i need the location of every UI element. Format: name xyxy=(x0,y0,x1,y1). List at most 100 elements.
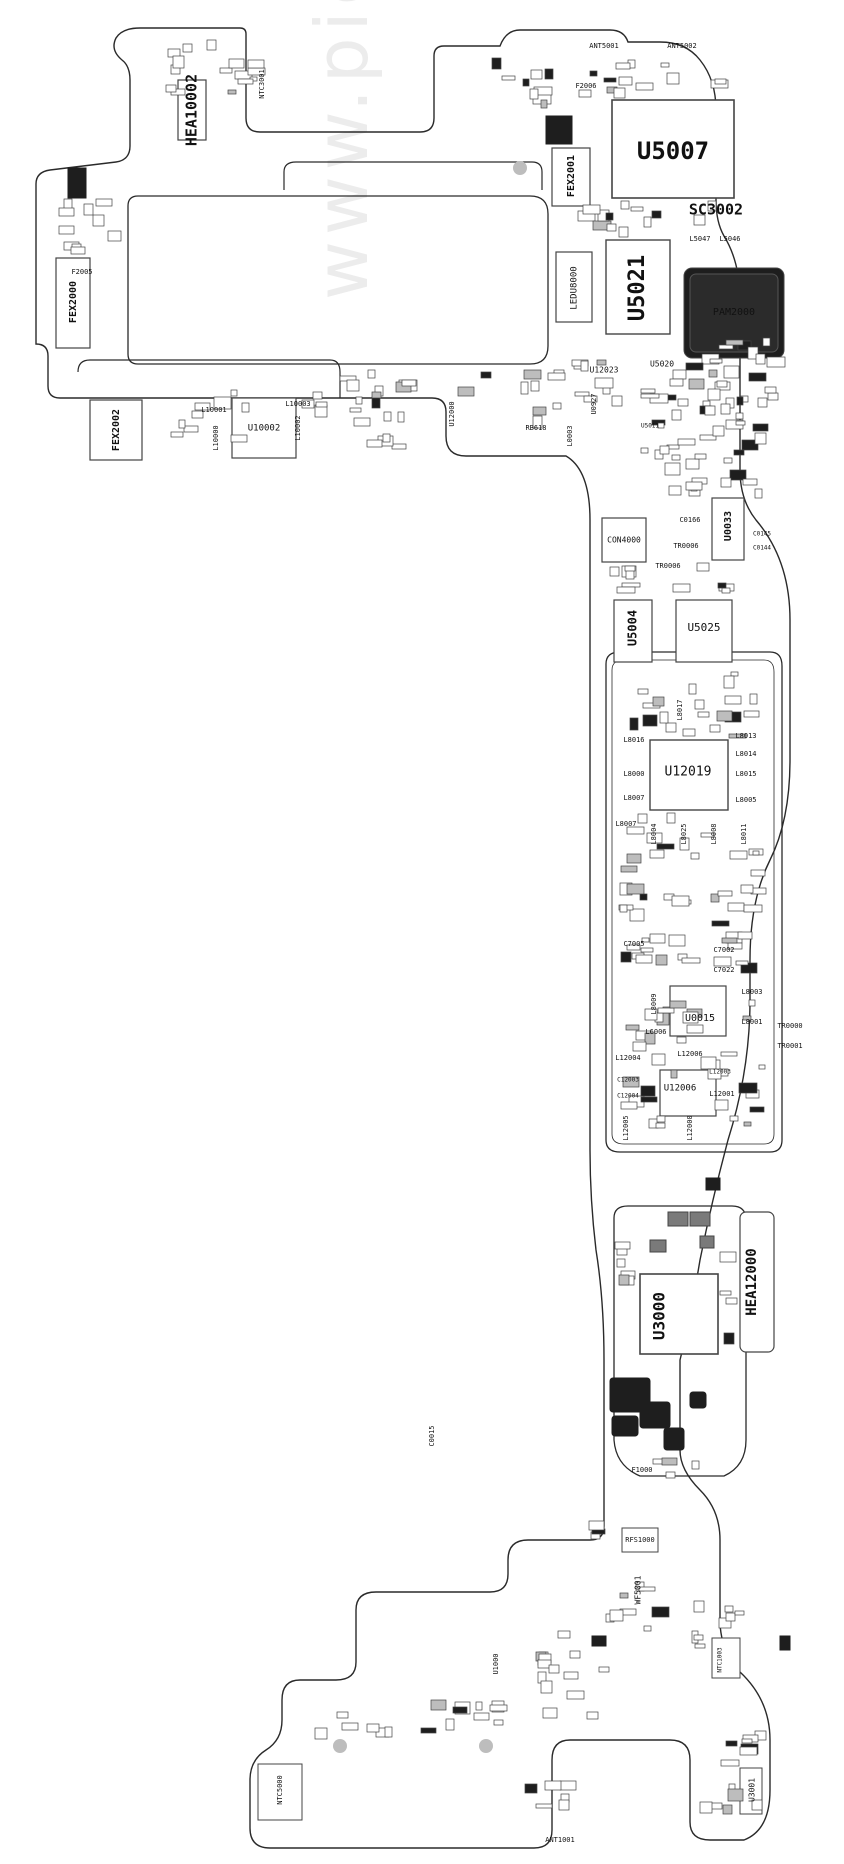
passive-component xyxy=(578,89,592,98)
passive-component xyxy=(720,403,731,415)
passive-component xyxy=(493,1719,504,1726)
passive-component xyxy=(213,396,232,410)
passive-component xyxy=(725,339,744,346)
passive-component xyxy=(668,934,686,947)
label-l8009: L8009 xyxy=(650,993,658,1014)
passive-component xyxy=(616,1258,626,1268)
passive-component xyxy=(665,1471,676,1479)
passive-component xyxy=(755,353,766,365)
passive-component xyxy=(191,410,204,419)
passive-component xyxy=(723,457,733,464)
passive-component xyxy=(657,422,665,429)
passive-component xyxy=(401,379,417,387)
passive-component xyxy=(618,226,629,238)
passive-component xyxy=(699,1801,713,1814)
passive-component xyxy=(670,1069,678,1079)
passive-component xyxy=(237,78,254,85)
label-rfs1000: RFS1000 xyxy=(625,1536,655,1544)
label-l8007b: L8007 xyxy=(615,820,636,828)
u0033-ic xyxy=(711,497,745,561)
passive-component xyxy=(557,1630,571,1639)
fex2002-part xyxy=(89,399,143,461)
passive-component xyxy=(722,1804,733,1815)
label-l8005: L8005 xyxy=(735,796,756,804)
passive-component xyxy=(355,396,363,405)
passive-component xyxy=(743,904,763,913)
label-l8016: L8016 xyxy=(623,736,644,744)
passive-component xyxy=(635,82,654,91)
label-l8004: L8004 xyxy=(650,823,658,844)
passive-component xyxy=(228,58,245,69)
grey-part-2 xyxy=(649,1239,667,1253)
passive-component xyxy=(764,386,777,394)
label-u5004: U5004 xyxy=(626,610,640,646)
u5007-ic xyxy=(611,99,735,199)
passive-component xyxy=(742,478,758,486)
passive-component xyxy=(532,406,547,416)
passive-component xyxy=(721,587,731,594)
passive-component xyxy=(690,852,700,860)
passive-component xyxy=(349,407,362,413)
passive-component xyxy=(742,1015,752,1021)
passive-component xyxy=(382,433,391,443)
passive-component xyxy=(172,55,185,69)
ntc5000-part xyxy=(257,1763,303,1821)
passive-component xyxy=(615,62,631,70)
dark-part-4 xyxy=(689,1391,707,1409)
passive-component xyxy=(685,458,700,470)
label-l10002: L10002 xyxy=(294,415,302,440)
label-tr0001: TR0001 xyxy=(777,1042,802,1050)
inner-cutout xyxy=(127,195,549,365)
passive-component xyxy=(629,717,639,731)
passive-component xyxy=(654,449,664,460)
passive-component xyxy=(700,832,715,838)
passive-component xyxy=(688,683,697,695)
label-u5021: U5021 xyxy=(625,255,650,321)
label-fex2001: FEX2001 xyxy=(566,155,577,197)
label-l5046: L5046 xyxy=(719,235,740,243)
rfs1000-part xyxy=(621,1527,659,1553)
label-u1000: U1000 xyxy=(492,1653,500,1674)
passive-component xyxy=(637,813,648,824)
passive-component xyxy=(676,1036,687,1044)
label-l10000: L10000 xyxy=(212,425,220,450)
passive-component xyxy=(618,76,633,86)
passive-component xyxy=(656,843,675,850)
passive-component xyxy=(611,395,623,407)
pam2000-inner xyxy=(689,273,779,353)
fex2001-part xyxy=(551,147,591,207)
passive-component xyxy=(230,434,248,443)
label-l10001: L10001 xyxy=(201,406,226,414)
passive-component xyxy=(660,62,670,68)
dark-part-2 xyxy=(611,1415,639,1437)
passive-component xyxy=(532,415,543,429)
label-u12000: U12000 xyxy=(448,401,456,426)
passive-component xyxy=(383,411,392,422)
passive-component xyxy=(724,695,742,705)
passive-component xyxy=(569,1650,581,1659)
passive-component xyxy=(170,431,184,438)
passive-component xyxy=(613,87,626,99)
passive-component xyxy=(752,850,760,856)
passive-component xyxy=(718,1617,732,1629)
passive-component xyxy=(719,1251,737,1263)
passive-component xyxy=(640,388,656,394)
passive-component xyxy=(530,69,543,80)
passive-component xyxy=(704,405,716,416)
passive-component xyxy=(686,1024,704,1034)
fex2000-part xyxy=(55,257,91,349)
passive-component xyxy=(230,389,238,397)
label-l8003: L8003 xyxy=(741,988,762,996)
passive-component xyxy=(620,1101,638,1110)
passive-component xyxy=(552,402,562,410)
passive-component xyxy=(606,223,617,232)
label-u3001: U3001 xyxy=(748,1778,757,1802)
passive-component xyxy=(661,1457,678,1466)
passive-component xyxy=(740,962,758,974)
passive-component xyxy=(644,1032,656,1045)
passive-component xyxy=(741,439,759,451)
passive-component xyxy=(626,883,645,895)
label-l8015: L8015 xyxy=(735,770,756,778)
passive-component xyxy=(641,937,650,943)
